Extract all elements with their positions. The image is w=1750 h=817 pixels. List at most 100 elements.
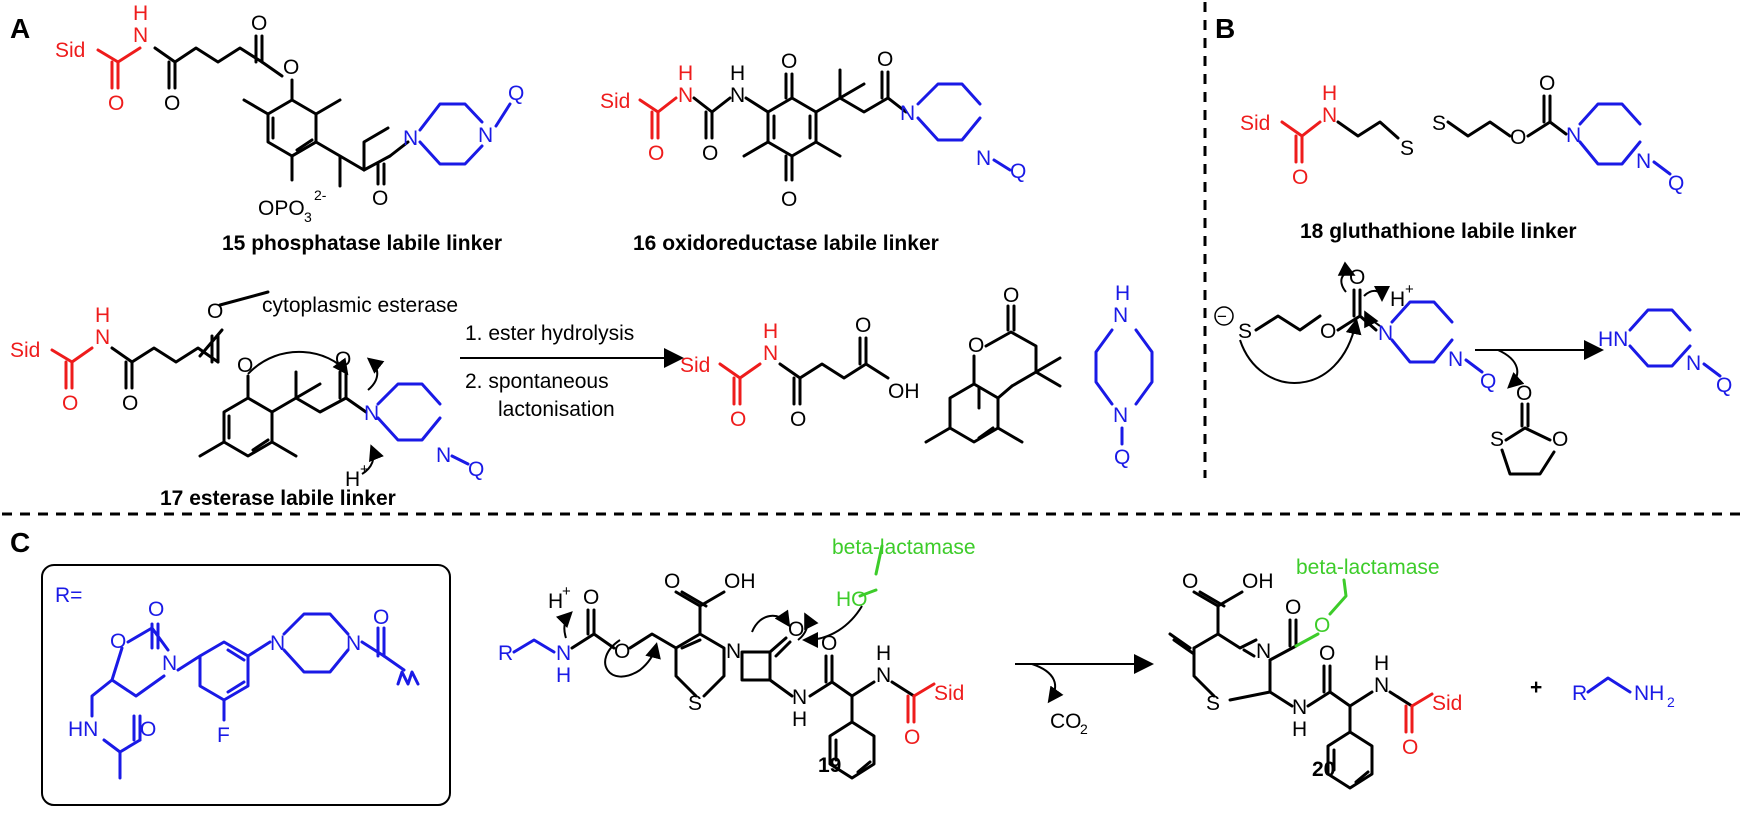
svg-text:H: H	[345, 468, 360, 491]
svg-text:O: O	[968, 334, 984, 357]
svg-text:H: H	[876, 642, 891, 665]
product-piperazine-a: H N N Q	[1094, 282, 1154, 469]
svg-text:O: O	[1516, 382, 1532, 405]
svg-text:O: O	[781, 50, 797, 73]
product-succinyl-sid: Sid O H N O O OH	[680, 314, 920, 431]
svg-text:N: N	[556, 642, 571, 665]
svg-text:F: F	[217, 724, 230, 747]
svg-text:S: S	[1238, 320, 1252, 343]
svg-text:2: 2	[1080, 721, 1088, 737]
caption-16: 16 oxidoreductase labile linker	[633, 232, 939, 255]
svg-text:Sid: Sid	[55, 39, 85, 62]
step2b-label: lactonisation	[498, 398, 615, 421]
compound-20: S O OH N O O beta-lactamase N H O H N O …	[1168, 556, 1462, 790]
svg-text:O: O	[148, 598, 164, 621]
svg-text:N: N	[1686, 352, 1701, 375]
svg-text:O: O	[1182, 570, 1198, 593]
thiolate-mechanism: − S O O N N Q H +	[1214, 261, 1496, 393]
svg-text:H: H	[730, 62, 745, 85]
svg-text:O: O	[904, 726, 920, 749]
svg-text:NH: NH	[1634, 682, 1664, 705]
svg-text:H: H	[792, 708, 807, 731]
svg-text:Q: Q	[468, 458, 484, 481]
svg-text:O: O	[62, 392, 78, 415]
svg-text:S: S	[1490, 428, 1504, 451]
svg-text:O: O	[1552, 428, 1568, 451]
svg-text:O: O	[583, 586, 599, 609]
svg-text:3: 3	[304, 209, 312, 225]
compound-18: Sid O H N S S O O N N Q	[1240, 72, 1684, 195]
svg-text:N: N	[346, 632, 361, 655]
r-group-box	[41, 564, 451, 806]
svg-text:HN: HN	[1598, 328, 1628, 351]
svg-text:O: O	[781, 188, 797, 211]
caption-20: 20	[1312, 758, 1335, 781]
svg-text:O: O	[1285, 596, 1301, 619]
svg-text:N: N	[678, 84, 693, 107]
svg-text:Sid: Sid	[600, 90, 630, 113]
product-amine: R NH 2	[1572, 676, 1675, 710]
svg-text:H: H	[1322, 82, 1337, 105]
svg-text:Sid: Sid	[1432, 692, 1462, 715]
compound-19: R N H H + O O S O OH N O N H O	[498, 536, 976, 780]
svg-text:N: N	[1113, 404, 1128, 427]
svg-text:H: H	[133, 2, 148, 25]
svg-text:N: N	[763, 342, 778, 365]
svg-text:N: N	[876, 664, 891, 687]
product-thiolanone: O S O	[1490, 382, 1568, 476]
svg-text:N: N	[270, 632, 285, 655]
svg-text:H: H	[556, 664, 571, 687]
svg-text:Sid: Sid	[680, 354, 710, 377]
svg-text:N: N	[364, 402, 379, 425]
co2-label: CO	[1050, 710, 1082, 733]
svg-text:O: O	[730, 408, 746, 431]
compound-16: Sid O H N O H N O O O N N Q	[600, 48, 1026, 211]
svg-text:HN: HN	[68, 718, 98, 741]
svg-text:N: N	[1113, 304, 1128, 327]
svg-text:H: H	[1292, 718, 1307, 741]
svg-text:OH: OH	[1242, 570, 1274, 593]
svg-text:O: O	[373, 606, 389, 629]
svg-text:−: −	[1217, 307, 1227, 326]
svg-text:O: O	[1402, 736, 1418, 759]
svg-text:S: S	[688, 692, 702, 715]
svg-text:S: S	[1206, 692, 1220, 715]
svg-text:Sid: Sid	[10, 339, 40, 362]
svg-text:N: N	[95, 326, 110, 349]
svg-text:S: S	[1400, 137, 1414, 160]
svg-text:+: +	[360, 461, 369, 478]
svg-text:N: N	[792, 686, 807, 709]
svg-text:R: R	[1572, 682, 1587, 705]
svg-text:O: O	[1319, 642, 1335, 665]
svg-text:N: N	[478, 124, 493, 147]
svg-text:O: O	[164, 92, 180, 115]
svg-text:O: O	[237, 354, 253, 377]
svg-text:N: N	[1566, 124, 1581, 147]
svg-text:H: H	[95, 304, 110, 327]
svg-text:R: R	[498, 642, 513, 665]
svg-text:Sid: Sid	[1240, 112, 1270, 135]
svg-text:Q: Q	[1668, 172, 1684, 195]
compound-15: Sid O H N O O O OPO 3 2- O N N Q	[55, 2, 524, 225]
svg-text:N: N	[726, 640, 741, 663]
svg-text:S: S	[1432, 112, 1446, 135]
svg-text:H: H	[1374, 652, 1389, 675]
svg-text:Q: Q	[1480, 370, 1496, 393]
svg-text:N: N	[1374, 674, 1389, 697]
caption-17: 17 esterase labile linker	[160, 487, 396, 510]
svg-text:O: O	[877, 48, 893, 71]
esterase-label: cytoplasmic esterase	[262, 294, 458, 317]
svg-text:H: H	[678, 62, 693, 85]
svg-text:OH: OH	[888, 380, 920, 403]
svg-text:O: O	[108, 92, 124, 115]
svg-text:O: O	[283, 56, 299, 79]
caption-19: 19	[818, 754, 841, 777]
svg-text:O: O	[140, 718, 156, 741]
opo3-label: OPO	[258, 197, 305, 220]
svg-text:N: N	[730, 84, 745, 107]
svg-text:O: O	[648, 142, 664, 165]
compound-17: Sid O H N O O O cytoplasmic esterase O N…	[10, 290, 484, 491]
svg-text:N: N	[976, 147, 991, 170]
product-piperazine-b: HN N Q	[1598, 308, 1732, 397]
